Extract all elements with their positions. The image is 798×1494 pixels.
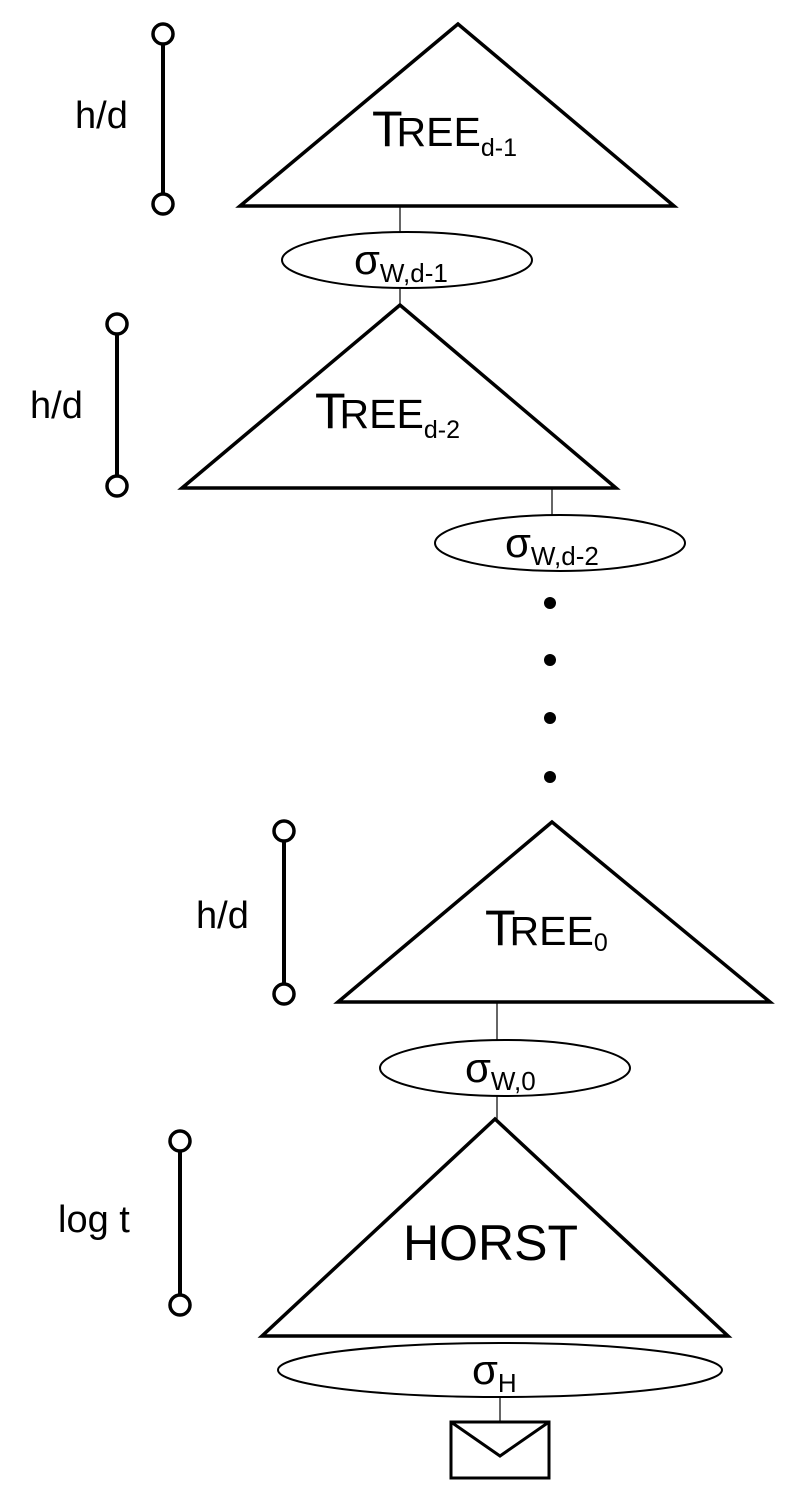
connectors [399,206,553,1422]
signature-label: σW,0 [465,1044,536,1096]
tree-d-minus-1-triangle [235,21,679,208]
tree-0-triangle [333,819,775,1004]
horst-label: HORST [403,1215,578,1271]
signature-ellipse [277,1342,723,1398]
height-label: h/d [196,895,249,937]
height-label: h/d [75,95,128,137]
horst-tree: HORST [257,1116,733,1338]
height-marker-4: log t [58,1129,192,1317]
signature-w-d-minus-2: σW,d-2 [434,514,686,572]
ellipsis-dot [544,654,556,666]
signature-w-d-minus-1: σW,d-1 [281,231,533,289]
signature-w-0: σW,0 [379,1039,631,1097]
height-marker-3: h/d [196,819,296,1006]
height-label: h/d [30,385,83,427]
envelope-icon [449,1420,551,1480]
tree-d-minus-1-label: TREEd-1 [372,101,517,162]
signature-label: σW,d-1 [354,236,448,288]
tree-d-minus-2-label: TREEd-2 [315,383,460,444]
horst-triangle [257,1116,733,1338]
signature-ellipse [281,231,533,289]
signature-label: σH [472,1346,517,1398]
tree-d-minus-2-triangle [177,302,621,490]
signature-h: σH [277,1342,723,1398]
tree-d-minus-1: TREEd-1 [235,21,679,208]
tree-0-label: TREE0 [485,900,608,957]
signature-label: σW,d-2 [505,519,599,571]
vertical-ellipsis [544,597,556,783]
signature-ellipse [379,1039,631,1097]
signature-ellipse [434,514,686,572]
height-marker-1: h/d [75,22,175,216]
ellipsis-dot [544,771,556,783]
height-marker-2: h/d [30,312,129,498]
tree-0: TREE0 [333,819,775,1004]
height-label: log t [58,1199,130,1241]
ellipsis-dot [544,712,556,724]
ellipsis-dot [544,597,556,609]
tree-d-minus-2: TREEd-2 [177,302,621,490]
